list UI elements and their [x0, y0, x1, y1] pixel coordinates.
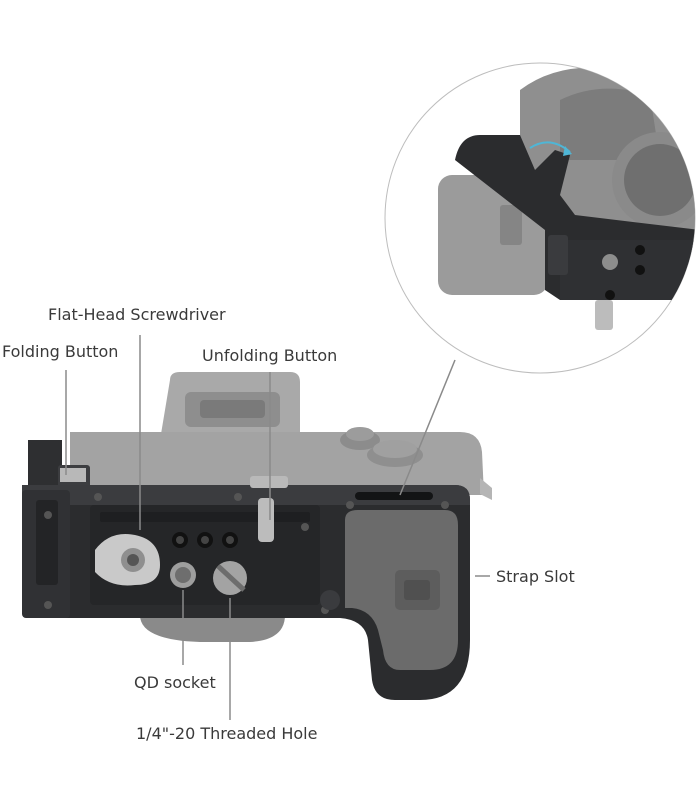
callout-leader-lines — [65, 335, 490, 720]
camera-cage — [22, 440, 470, 700]
threaded-hole-label: 1/4"-20 Threaded Hole — [136, 724, 318, 743]
strap-slot-label: Strap Slot — [496, 567, 575, 586]
qd-socket-label: QD socket — [134, 673, 216, 692]
folding-button-label: Folding Button — [2, 342, 119, 361]
flat-head-screwdriver-label: Flat-Head Screwdriver — [48, 305, 226, 324]
unfolding-button-label: Unfolding Button — [202, 346, 338, 365]
detail-zoom-view — [384, 62, 696, 374]
camera-body — [70, 372, 492, 642]
